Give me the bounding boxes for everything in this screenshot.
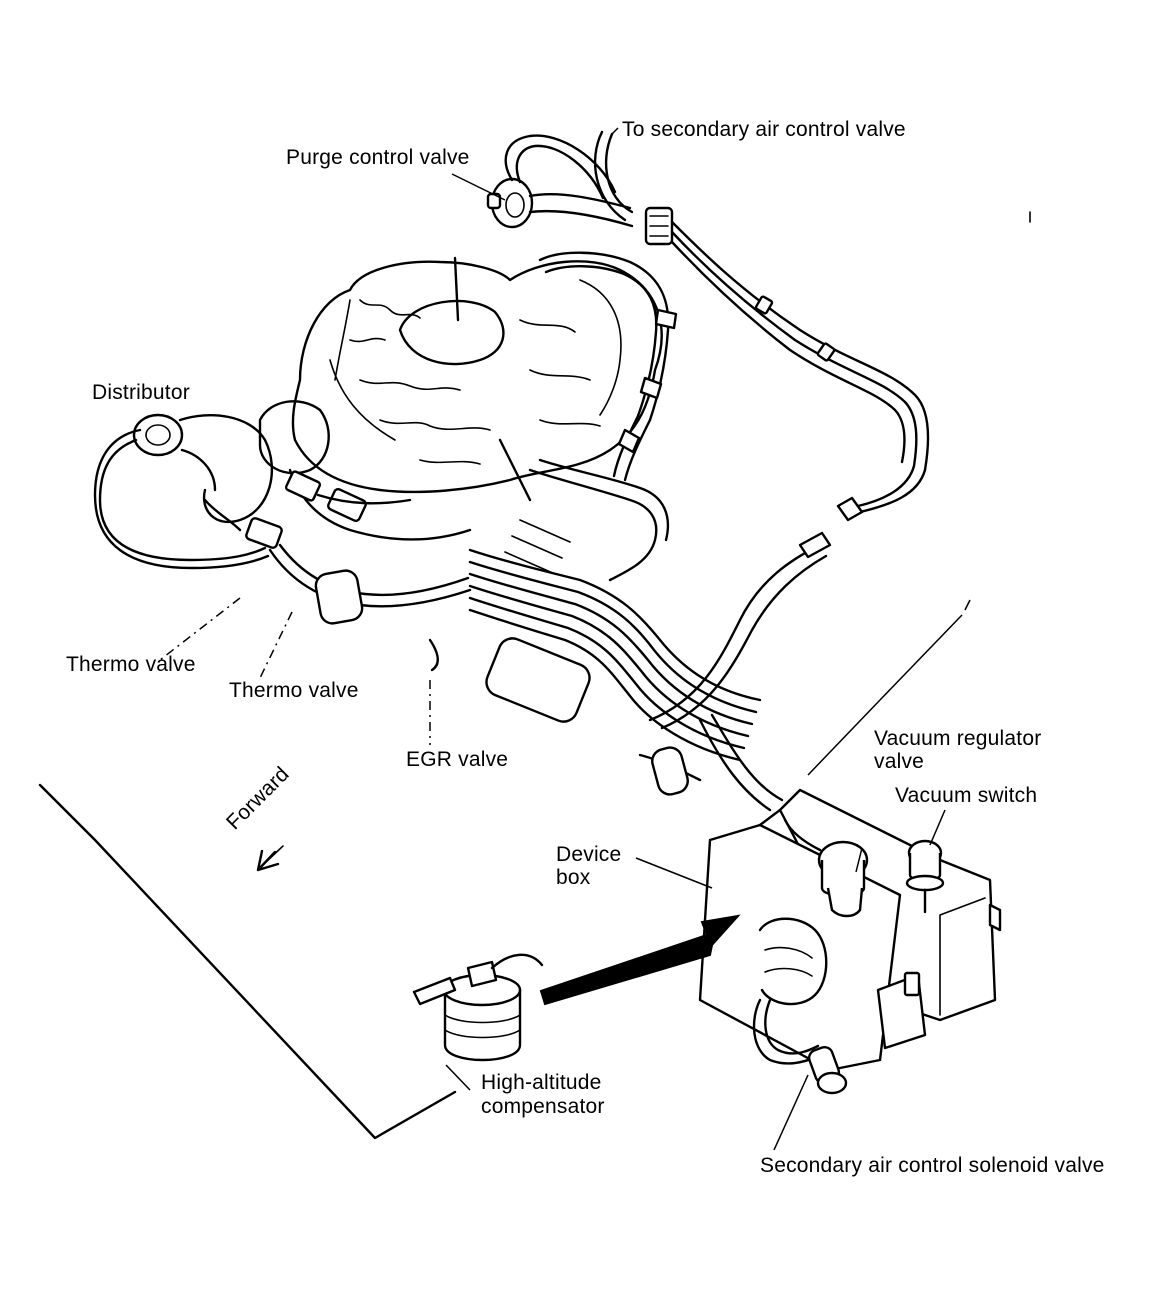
device-box-shape bbox=[698, 788, 1002, 1072]
forward-arrow-icon bbox=[256, 845, 284, 872]
secondary-air-hoses bbox=[593, 130, 930, 522]
purge-control-valve-shape bbox=[486, 134, 634, 229]
pointer-arrow bbox=[539, 914, 741, 1006]
label-vacuum-regulator-line1: Vacuum regulator bbox=[874, 727, 1042, 750]
label-high-altitude-line1: High-altitude bbox=[481, 1071, 602, 1094]
label-distributor: Distributor bbox=[92, 381, 190, 404]
label-thermo-valve-1: Thermo valve bbox=[66, 653, 196, 676]
distributor-shape bbox=[93, 413, 273, 570]
engine-body-shape bbox=[258, 256, 663, 541]
label-device-box-line1: Device bbox=[556, 843, 622, 866]
label-to-secondary-air: To secondary air control valve bbox=[622, 118, 906, 141]
high-altitude-compensator-shape bbox=[412, 953, 544, 1062]
chassis-outline bbox=[38, 211, 1031, 1140]
label-vacuum-regulator-line2: valve bbox=[874, 750, 925, 773]
label-secondary-air-solenoid: Secondary air control solenoid valve bbox=[760, 1154, 1105, 1177]
vacuum-regulator-valve-shape bbox=[783, 818, 869, 918]
label-device-box-line2: box bbox=[556, 866, 591, 889]
label-high-altitude-line2: compensator bbox=[481, 1095, 605, 1118]
label-vacuum-switch: Vacuum switch bbox=[895, 784, 1038, 807]
secondary-air-solenoid-shape bbox=[752, 998, 848, 1095]
vacuum-switch-shape bbox=[905, 839, 945, 914]
label-purge-control-valve: Purge control valve bbox=[286, 146, 470, 169]
label-thermo-valve-2: Thermo valve bbox=[229, 679, 359, 702]
label-egr-valve: EGR valve bbox=[406, 748, 509, 771]
label-leaders bbox=[159, 127, 946, 1151]
hose-bundle-shape bbox=[314, 251, 832, 812]
